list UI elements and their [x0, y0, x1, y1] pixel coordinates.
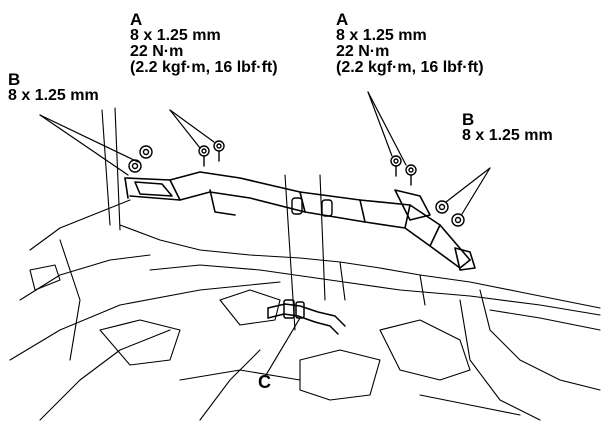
bolt-b-left-2: [128, 159, 142, 173]
bolt-a-right-2: [405, 164, 417, 186]
leader-lines: [39, 91, 491, 376]
torque-alt-value: (2.2 kgf·m, 16 lbf·ft): [130, 59, 278, 76]
bolt-size: 8 x 1.25 mm: [8, 87, 99, 104]
callout-b-right: B 8 x 1.25 mm: [462, 110, 553, 144]
bolt-a-left-1: [198, 145, 210, 167]
callout-letter: A: [336, 10, 349, 29]
torque-value: 22 N·m: [130, 43, 184, 60]
callout-letter: B: [8, 70, 21, 89]
bolt-a-left-2: [213, 140, 225, 162]
callout-a-left: A 8 x 1.25 mm 22 N·m (2.2 kgf·m, 16 lbf·…: [130, 10, 278, 76]
callout-c: C: [258, 372, 271, 392]
hose-c: [267, 299, 346, 335]
bolt-size: 8 x 1.25 mm: [462, 127, 553, 144]
engine-bay-outline: [9, 199, 601, 421]
callout-letter: A: [130, 10, 143, 29]
vertical-rods: [101, 107, 326, 331]
bolt-size: 8 x 1.25 mm: [130, 27, 221, 44]
pipe-clamps: [291, 197, 333, 217]
bolt-b-left-1: [139, 145, 153, 159]
bolt-size: 8 x 1.25 mm: [336, 27, 427, 44]
torque-value: 22 N·m: [336, 43, 390, 60]
callout-letter: C: [258, 372, 271, 392]
bolt-a-right-1: [390, 155, 402, 177]
cross-member: [124, 171, 476, 271]
torque-alt-value: (2.2 kgf·m, 16 lbf·ft): [336, 59, 484, 76]
callout-b-left: B 8 x 1.25 mm: [8, 70, 99, 104]
callout-a-right: A 8 x 1.25 mm 22 N·m (2.2 kgf·m, 16 lbf·…: [336, 10, 484, 76]
callout-letter: B: [462, 110, 475, 129]
bolt-b-right-1: [435, 200, 449, 214]
bolt-b-right-2: [451, 213, 465, 227]
